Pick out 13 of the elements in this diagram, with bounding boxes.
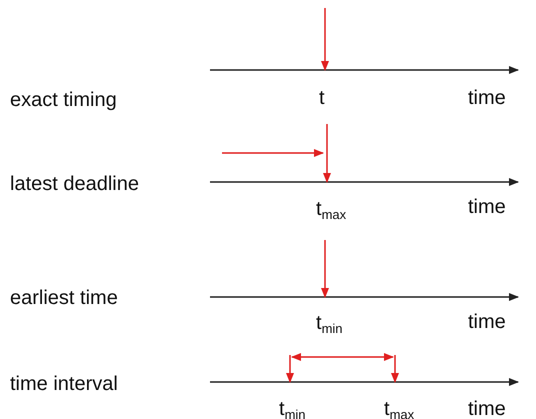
time-point-label: t$_{min}$ — [316, 312, 343, 334]
axis-label: time — [468, 196, 506, 218]
axis-label: time — [468, 398, 506, 419]
row-label: latest deadline — [10, 173, 139, 195]
time-point-label: t — [319, 87, 325, 109]
time-point-label: t$_{min}$ — [279, 398, 306, 419]
axis-label: time — [468, 311, 506, 333]
row-label: earliest time — [10, 287, 118, 309]
row-label: exact timing — [10, 89, 117, 111]
time-point-label: t$_{max}$ — [384, 398, 414, 419]
axis-label: time — [468, 87, 506, 109]
time-point-label: t$_{max}$ — [316, 198, 346, 220]
row-label: time interval — [10, 373, 118, 395]
